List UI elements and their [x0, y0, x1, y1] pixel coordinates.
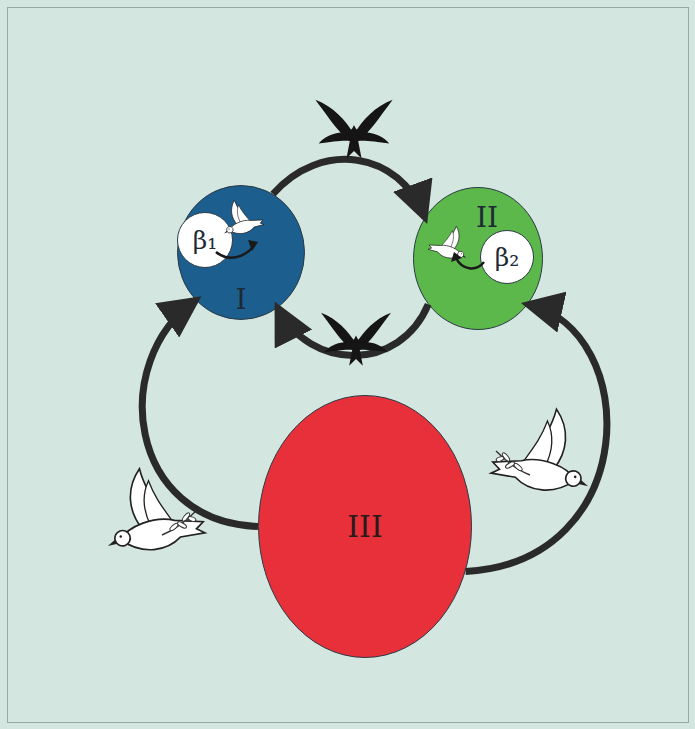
ellipse-fill	[481, 231, 534, 284]
node-label: β₂	[495, 245, 519, 270]
self-arrow-head	[248, 240, 258, 251]
flow-arrow	[466, 304, 607, 571]
ellipse-fill	[178, 213, 233, 268]
ellipse-fill	[414, 188, 543, 330]
flow-arrow	[273, 159, 425, 217]
flow-arrow	[278, 304, 428, 355]
rate-circle: β₁	[177, 212, 233, 268]
state-circle: II β₂	[413, 187, 543, 330]
flow-arrow	[142, 300, 258, 526]
dove-with-olive	[87, 455, 207, 566]
crow-icon	[321, 313, 391, 366]
ellipse-fill	[259, 396, 472, 658]
node-label: β₁	[193, 228, 217, 253]
self-arrow-head	[451, 252, 462, 262]
dove-with-olive	[489, 395, 609, 506]
self-arrow	[216, 246, 254, 258]
state-circle: III	[258, 395, 472, 658]
dove-icon	[213, 193, 265, 242]
node-label: II	[476, 204, 498, 232]
self-arrow	[456, 258, 484, 268]
dove-icon	[427, 219, 476, 265]
ellipse-fill	[178, 186, 305, 320]
node-label: I	[235, 286, 246, 314]
crow-icon	[315, 100, 392, 159]
rate-circle: β₂	[480, 230, 534, 284]
node-label: III	[347, 512, 383, 542]
state-circle: Iβ₁	[177, 185, 305, 320]
